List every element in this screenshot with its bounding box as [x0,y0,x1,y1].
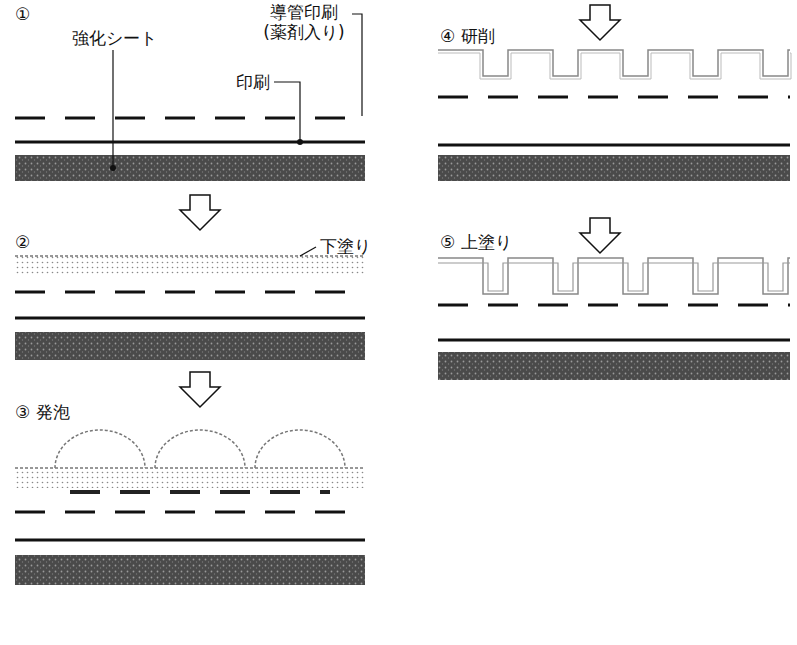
conductive-print [638,96,668,99]
print-layer [438,144,790,147]
conductive-print [788,304,790,307]
conductive-print [788,96,790,99]
step-arrow [580,218,620,253]
leader-line [352,14,362,116]
print-layer [438,339,790,342]
topcoat-layer [438,263,790,291]
conductive-print [265,511,295,514]
topcoat-layer [438,258,790,294]
part-name: 印刷 [236,72,270,92]
conductive-print [65,291,95,294]
conductive-print [165,291,195,294]
conductive-print [265,117,295,120]
conductive-print [15,117,45,120]
conductive-print [215,291,245,294]
conductive-print [538,96,568,99]
print-layer [15,539,365,542]
leader-line [274,82,300,142]
conductive-print [115,117,145,120]
ground-surface [438,53,791,79]
conductive-print [588,96,618,99]
conductive-print [120,490,150,494]
conductive-print [638,304,668,307]
ground-surface [438,50,790,76]
primer-layer [15,468,365,488]
conductive-print [265,291,295,294]
conductive-print [315,117,345,120]
part-name: 下塗り [320,236,371,256]
step-title: ④ 研削 [440,26,495,46]
conductive-print [65,511,95,514]
conductive-print [70,490,100,494]
leader-dot [297,139,303,145]
conductive-print [15,511,45,514]
conductive-print [488,96,518,99]
conductive-print [270,490,300,494]
leader-line [300,247,316,256]
print-layer [15,317,365,320]
reinforcement-sheet [15,332,365,360]
part-name: 強化シート [72,28,157,48]
primer-edge [15,467,365,469]
reinforcement-sheet [15,555,365,585]
conductive-print [170,490,200,494]
conductive-print [165,511,195,514]
foam-dome [155,430,245,468]
conductive-print [215,117,245,120]
reinforcement-sheet [438,352,790,380]
step-title: ③ 発泡 [15,402,70,422]
conductive-print [165,117,195,120]
conductive-print [688,304,718,307]
conductive-print [315,511,345,514]
reinforcement-sheet [15,155,365,181]
step-arrow [180,195,220,230]
leader-line [112,50,113,168]
conductive-print [115,291,145,294]
conductive-print [320,490,330,494]
conductive-print [588,304,618,307]
step-arrow [180,372,220,407]
conductive-print [315,291,345,294]
conductive-print [438,96,468,99]
print-layer [15,141,365,144]
conductive-print [115,511,145,514]
step-number: ② [15,232,30,252]
conductive-print [438,304,468,307]
primer-layer [15,256,365,274]
primer-edge [15,255,365,257]
foam-dome [255,430,345,468]
foam-dome [55,430,145,468]
reinforcement-sheet [438,155,790,181]
step-title: ⑤ 上塗り [440,232,512,252]
conductive-print [538,304,568,307]
conductive-print [220,490,250,494]
leader-dot [110,165,116,171]
conductive-print [215,511,245,514]
layers [15,5,791,585]
conductive-print [738,304,768,307]
conductive-print [15,291,45,294]
step-arrow [580,5,620,40]
conductive-print [65,117,95,120]
conductive-print [688,96,718,99]
conductive-print [738,96,768,99]
part-name: 導管印刷 (薬剤入り) [258,2,350,43]
conductive-print [488,304,518,307]
step-number: ① [15,4,30,24]
